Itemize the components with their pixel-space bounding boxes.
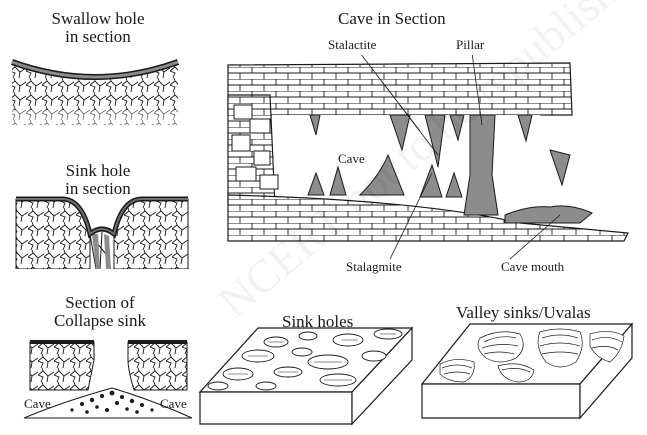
collapse-sink-title-line2: Collapse sink	[53, 310, 147, 330]
cave-section-diagram	[227, 62, 629, 242]
collapse-cave-left-label: Cave	[24, 396, 51, 411]
sink-holes-block-title: Sink holes	[282, 312, 354, 331]
stalactite-label: Stalactite	[328, 37, 377, 52]
pillar-label: Pillar	[456, 37, 485, 52]
sink-holes-block-diagram	[198, 326, 414, 426]
collapse-cave-right-label: Cave	[160, 396, 187, 411]
sink-hole-title-line2: in section	[65, 178, 131, 198]
sink-hole-title: Sink hole in section	[18, 162, 178, 198]
sink-hole-title-line1: Sink hole	[65, 161, 131, 180]
cave-mouth-label: Cave mouth	[501, 259, 565, 274]
swallow-hole-title-line2: in section	[65, 26, 131, 46]
swallow-hole-title-line1: Swallow hole	[51, 9, 145, 28]
collapse-sink-title-line1: Section of	[65, 293, 135, 312]
stalagmite-label: Stalagmite	[346, 259, 402, 274]
uvalas-block-title: Valley sinks/Uvalas	[456, 303, 591, 322]
collapse-sink-diagram	[23, 340, 193, 419]
uvalas-block-diagram	[420, 322, 634, 420]
swallow-hole-title: Swallow hole in section	[18, 10, 178, 46]
collapse-sink-title: Section of Collapse sink	[20, 294, 180, 330]
cave-label: Cave	[338, 151, 365, 166]
swallow-hole-diagram	[10, 59, 180, 125]
cave-section-title: Cave in Section	[338, 9, 446, 28]
sink-hole-diagram	[15, 196, 189, 269]
